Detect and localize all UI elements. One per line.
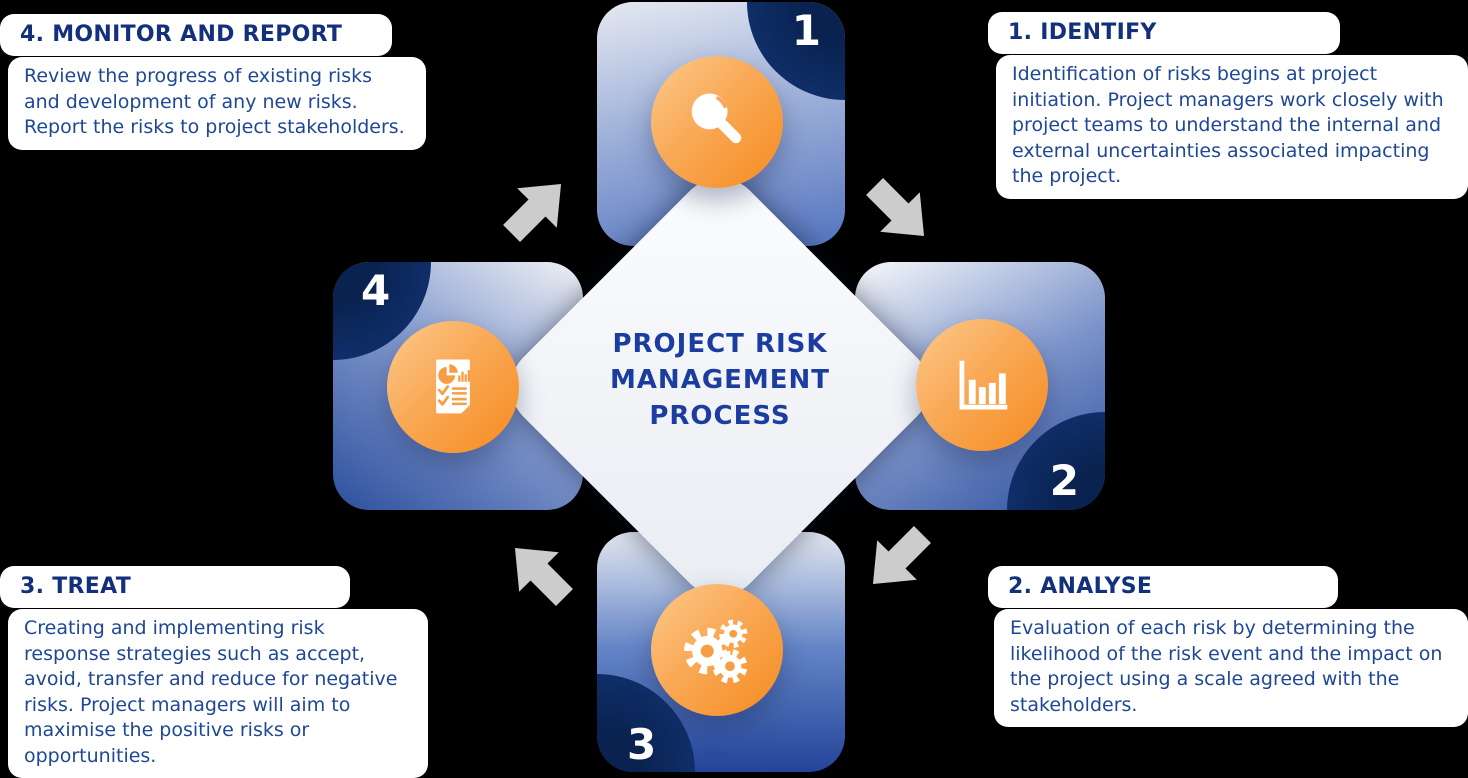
callout-analyse-title: 2. ANALYSE [988,566,1338,608]
flow-arrow-4-to-1 [503,183,562,242]
flow-arrow-3-to-4 [514,547,573,606]
callout-analyse-body: Evaluation of each risk by determining t… [994,609,1468,727]
callout-treat-title: 3. TREAT [0,566,350,608]
callout-treat-body: Creating and implementing risk response … [8,609,428,778]
step-2-icon-circle [916,319,1048,451]
diagram-title-line-2: MANAGEMENT [609,365,831,395]
diagram-title-line-3: PROCESS [649,401,791,431]
step-number-3: 3 [627,720,657,769]
diagram-title: PROJECT RISK MANAGEMENT PROCESS [560,326,880,434]
petal-step-2: 2 [855,262,1105,510]
callout-monitor-body: Review the progress of existing risks an… [8,57,426,150]
magnifier-icon [691,93,742,144]
bar-chart-icon [959,360,1008,410]
step-number-2: 2 [1049,456,1079,505]
callout-monitor-title: 4. MONITOR AND REPORT [0,14,392,56]
step-number-4: 4 [361,266,391,315]
callout-identify-body: Identification of risks begins at projec… [996,55,1468,199]
flow-arrow-1-to-2 [866,178,925,237]
step-4-icon-circle [387,321,519,453]
callout-identify-title: 1. IDENTIFY [988,12,1340,54]
step-3-icon-circle [651,584,783,716]
step-number-1: 1 [791,6,821,55]
diagram-title-line-1: PROJECT RISK [612,329,828,359]
report-icon [436,359,470,414]
flow-arrow-2-to-3 [872,526,931,585]
gears-icon [683,619,748,684]
step-1-icon-circle [651,56,783,188]
